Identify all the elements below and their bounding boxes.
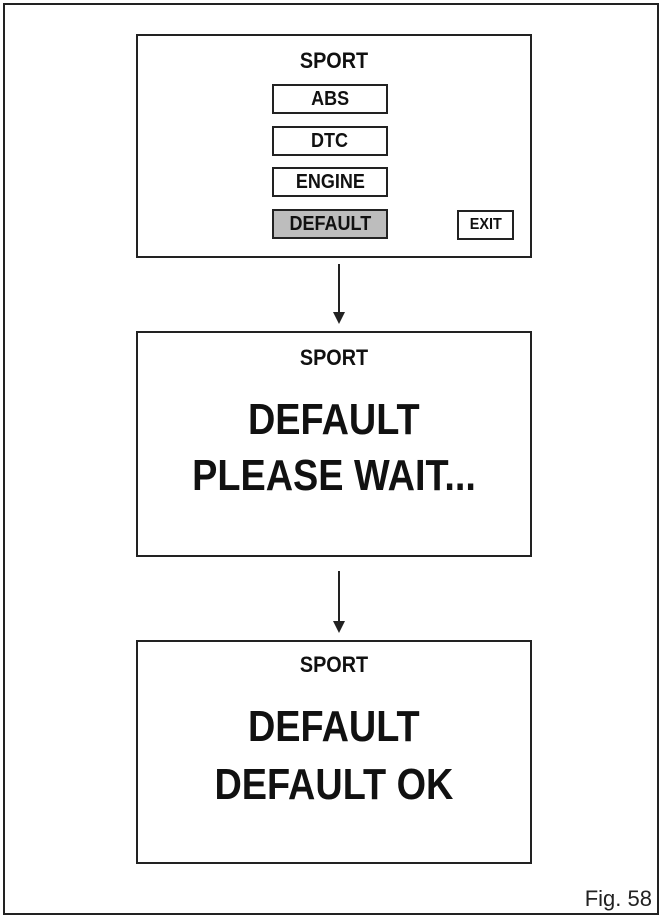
default-waiting-screen: SPORT DEFAULT PLEASE WAIT... — [136, 331, 532, 557]
engine-button-label: ENGINE — [295, 171, 365, 193]
default-ok-screen: SPORT DEFAULT DEFAULT OK — [136, 640, 532, 864]
figure-frame — [3, 3, 659, 915]
abs-button-label: ABS — [310, 88, 349, 110]
exit-button[interactable]: EXIT — [457, 210, 514, 240]
status-heading: DEFAULT — [138, 702, 530, 752]
screen-title: SPORT — [299, 345, 369, 370]
status-heading-text: DEFAULT — [248, 395, 420, 444]
status-message-text: PLEASE WAIT... — [192, 451, 476, 500]
default-button-label: DEFAULT — [289, 213, 371, 235]
down-arrow-icon — [333, 264, 345, 324]
status-message: PLEASE WAIT... — [138, 451, 530, 501]
abs-button[interactable]: ABS — [272, 84, 388, 114]
engine-button[interactable]: ENGINE — [272, 167, 388, 197]
status-message-text: DEFAULT OK — [214, 760, 454, 809]
exit-button-label: EXIT — [469, 216, 502, 233]
sport-menu-screen: SPORT ABS DTC ENGINE DEFAULT EXIT — [136, 34, 532, 258]
dtc-button-label: DTC — [311, 130, 349, 152]
dtc-button[interactable]: DTC — [272, 126, 388, 156]
screen-title: SPORT — [299, 48, 369, 73]
default-button[interactable]: DEFAULT — [272, 209, 388, 239]
down-arrow-icon — [333, 571, 345, 633]
screen-title: SPORT — [299, 652, 369, 677]
status-heading: DEFAULT — [138, 395, 530, 445]
figure-label: Fig. 58 — [584, 886, 652, 911]
status-heading-text: DEFAULT — [248, 702, 420, 751]
status-message: DEFAULT OK — [138, 760, 530, 810]
